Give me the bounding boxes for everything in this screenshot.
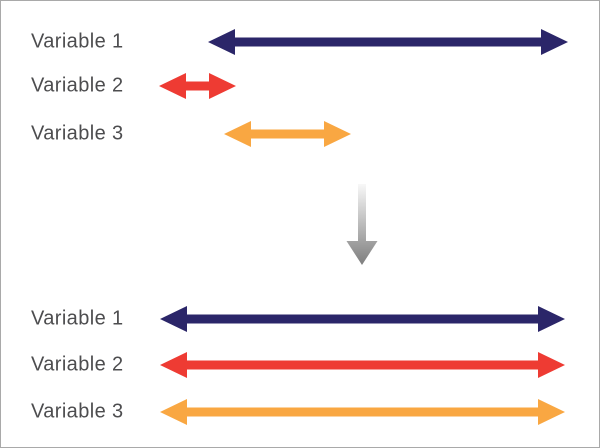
label-after-variable-2: Variable 2 xyxy=(31,353,124,376)
range-arrow-after-variable-3 xyxy=(160,399,565,425)
down-arrow-icon xyxy=(346,184,378,265)
label-after-variable-3: Variable 3 xyxy=(31,400,124,423)
range-arrow-before-variable-3 xyxy=(224,121,351,147)
label-before-variable-3: Variable 3 xyxy=(31,122,124,145)
label-after-variable-1: Variable 1 xyxy=(31,307,124,330)
range-arrow-before-variable-2 xyxy=(159,73,236,99)
range-arrow-after-variable-1 xyxy=(160,306,565,332)
range-arrow-before-variable-1 xyxy=(208,29,568,55)
range-arrow-after-variable-2 xyxy=(160,352,565,378)
label-before-variable-2: Variable 2 xyxy=(31,74,124,97)
label-before-variable-1: Variable 1 xyxy=(31,30,124,53)
